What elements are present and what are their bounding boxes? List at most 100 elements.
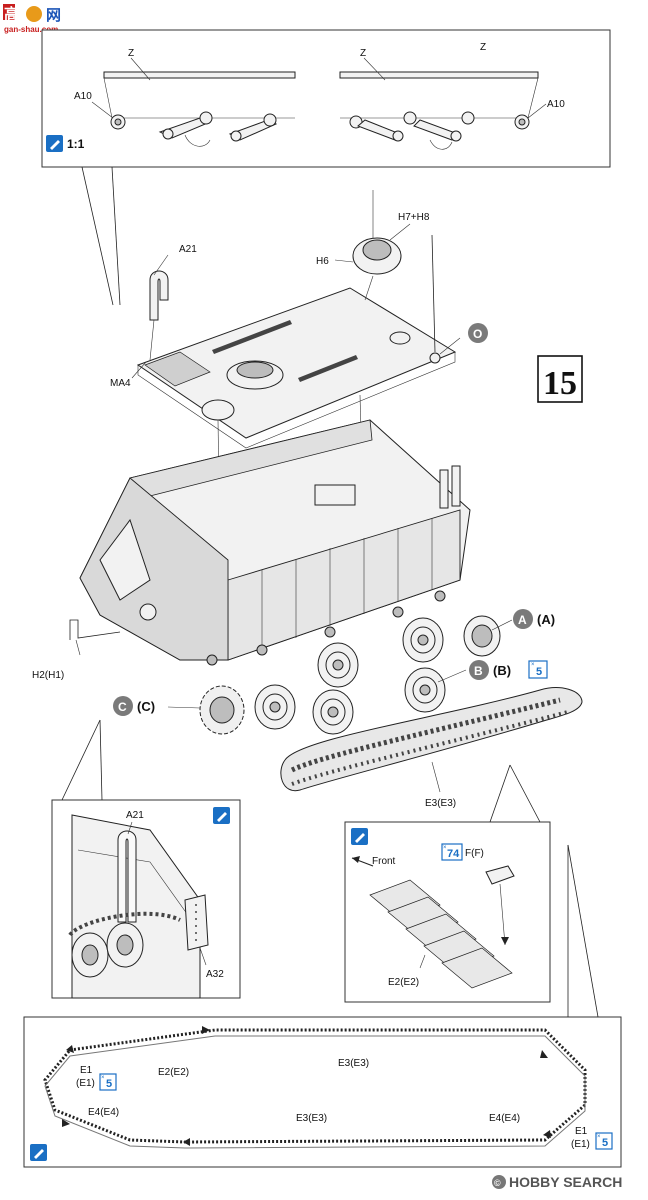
qty-badge-74-x: × [443,845,447,851]
callout-c-badge [113,696,133,716]
detail-left-label-a21: A21 [126,810,144,821]
site-logo: 高 网 gan-shau.com [3,4,61,34]
qty-badge-e1-right-value: 5 [602,1137,608,1149]
qty-badge-b [528,660,548,679]
qty-badge-b-x: × [531,662,535,668]
track-run-label-e1-right: E1 [575,1126,588,1137]
track-run-loop [43,1028,587,1144]
qty-badge-74 [441,843,463,861]
logo-mark-left [3,4,15,20]
detail-top-suspension-left [110,111,278,147]
step-number-box: 15 [537,355,583,403]
qty-badge-b-value: 5 [536,666,542,678]
main-assembly: A21 H7+H8 H6 MA4 H2(H1) E3(E3) O A (A) B… [32,190,583,809]
track-strip [280,687,583,792]
step-number: 15 [543,365,577,402]
road-wheel-2 [312,689,354,735]
track-pad-guide [499,883,506,946]
label-e3: E3(E3) [425,798,456,809]
callout-c: C [118,700,127,714]
detail-left-panel: A21 A32 [51,719,241,999]
callout-o: O [473,327,482,341]
detail-left-plate-holes [195,904,197,941]
lower-suspension [206,590,446,666]
label-ma4: MA4 [110,378,131,389]
watermark-text: HOBBY SEARCH [509,1174,622,1190]
leader-a21 [153,254,169,276]
leader-ma4 [131,361,147,379]
label-h6: H6 [316,256,329,267]
callout-c-paren: (C) [137,699,155,714]
leader-e3 [431,761,441,793]
hull-top-deck-edge [137,352,456,449]
rear-fitting-2 [451,465,461,507]
track-run-label-e4-right: E4(E4) [489,1113,520,1124]
detail-left-leader-2 [99,719,103,801]
detail-left-cement-brush [217,812,227,822]
label-a21: A21 [179,244,197,255]
detail-right-cement-brush [355,833,365,843]
track-run-frame [23,1016,622,1168]
callout-o-badge [468,323,488,343]
callout-b: B [474,664,483,678]
detail-left-deck-line [77,849,196,926]
spare-wheel-hub [362,239,392,261]
road-wheels [254,617,446,735]
sprocket-wheel [199,685,245,735]
label-a10-left: A10 [74,91,92,102]
headlight [139,603,157,621]
watermark-icon-glyph: © [494,1178,501,1188]
detail-top-rail-right [339,71,539,79]
track-pad-guide-arrow [501,937,509,945]
step-number-frame [537,355,583,403]
detail-top-frame [41,29,611,168]
spare-wheel-guide-down [364,275,374,301]
track-run-leader-2 [567,844,599,1018]
track-run-label-e4-left: E4(E4) [88,1107,119,1118]
detail-top-panel: Z Z Z A10 A10 1:1 [41,29,611,306]
track-run-cement-brush [34,1149,44,1159]
road-wheel-1 [254,684,296,730]
interior-box [314,484,356,506]
label-z-mid: Z [360,48,366,59]
driver-hatch [201,399,235,421]
leader-left-a21 [127,821,133,835]
callout-b-paren: (B) [493,663,511,678]
road-wheel-4 [404,667,446,713]
label-z-right: Z [480,42,486,53]
callout-b-badge [469,660,489,680]
logo-url: gan-shau.com [4,25,58,34]
qty-badge-e1-left-x: × [101,1075,105,1081]
track-run-label-e1-left: E1 [80,1065,93,1076]
track-run-label-e2: E2(E2) [158,1067,189,1078]
track-pad-f [485,865,515,885]
leader-a10-left [91,101,114,119]
antenna-base [429,352,441,364]
hull-side-panel-ribs [261,518,433,650]
detail-right-label-f: F(F) [465,848,484,859]
idler-wheel [463,615,501,657]
detail-left-leader-1 [61,719,101,801]
exhaust-pipe [149,270,169,321]
leader-o [439,337,461,355]
detail-left-plate-a32 [184,894,209,951]
track-run-label-e1-right-paren: (E1) [571,1139,590,1150]
qty-badge-e1-left-value: 5 [106,1078,112,1090]
leader-z-mid [363,57,386,81]
detail-left-exhaust [117,830,137,923]
cement-icon-brush [50,140,60,150]
trim-vane [99,518,151,601]
track-run-arrows [62,1026,551,1146]
detail-top-suspension-right [349,111,530,150]
road-wheel-5 [402,617,444,663]
leader-a10-right [527,103,547,119]
leader-left-a32 [199,947,207,966]
label-h2: H2(H1) [32,670,64,681]
detail-right-label-front: Front [372,856,396,867]
track-run-label-e3-bottom: E3(E3) [296,1113,327,1124]
callout-a-paren: (A) [537,612,555,627]
front-arrow-head [352,856,360,863]
track-run-loop-inner [44,1035,586,1149]
detail-left-label-a32: A32 [206,969,224,980]
watermark: © HOBBY SEARCH [492,1174,622,1190]
